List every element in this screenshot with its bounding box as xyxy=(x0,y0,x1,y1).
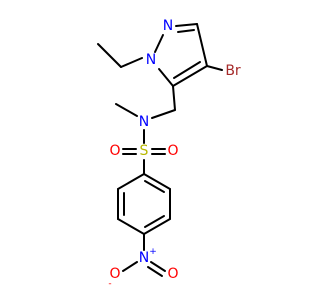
bond-ethyl-ch2 xyxy=(120,57,143,68)
bond-nitro-o-left xyxy=(122,261,138,272)
bond-ch2-n xyxy=(151,109,176,119)
bond-c3-c4 xyxy=(196,23,208,67)
bond-ring-6 xyxy=(143,173,171,190)
bond-ethyl-ch3 xyxy=(97,43,122,68)
atom-n-pyrazole-2: N xyxy=(163,18,173,34)
atom-n-pyrazole-1: N xyxy=(146,52,156,68)
molecule-structure: N N Br N S O O N + O - O xyxy=(97,18,241,289)
bond-c4-c5-double xyxy=(173,61,201,79)
bond-ring-inner-2 xyxy=(144,215,165,228)
bond-ring-4 xyxy=(143,218,171,235)
bond-ring-1 xyxy=(117,173,145,190)
bond-c4-c5 xyxy=(172,65,208,87)
atom-o-nitro-left-charge: - xyxy=(108,279,111,289)
bonds xyxy=(97,23,223,277)
atom-s: S xyxy=(140,143,149,159)
bond-nitro-o-right-double xyxy=(147,266,163,277)
atom-n-nitro: N xyxy=(139,250,149,266)
bond-n2-c3 xyxy=(175,23,198,27)
bond-c5-ch2 xyxy=(172,85,176,111)
bond-n-methyl xyxy=(115,103,138,117)
bond-ring-3 xyxy=(117,218,145,235)
atom-o-nitro-left: O xyxy=(109,266,120,282)
atom-o-nitro-right: O xyxy=(167,266,178,282)
atom-n-nitro-charge: + xyxy=(149,247,157,257)
atom-o-right: O xyxy=(167,143,178,159)
bond-c4-br xyxy=(206,65,223,71)
bond-nitro-o-right xyxy=(150,261,166,272)
bond-n1-n2 xyxy=(154,34,164,53)
bond-n2-c3-double xyxy=(177,29,195,33)
atom-n-sulfonamide: N xyxy=(139,114,149,130)
atom-br: Br xyxy=(225,63,241,79)
atom-labels: N N Br N S O O N + O - O xyxy=(108,18,241,289)
bond-c5-n1 xyxy=(158,68,174,87)
bond-ring-inner-3 xyxy=(144,180,165,193)
atom-o-left: O xyxy=(109,143,120,159)
